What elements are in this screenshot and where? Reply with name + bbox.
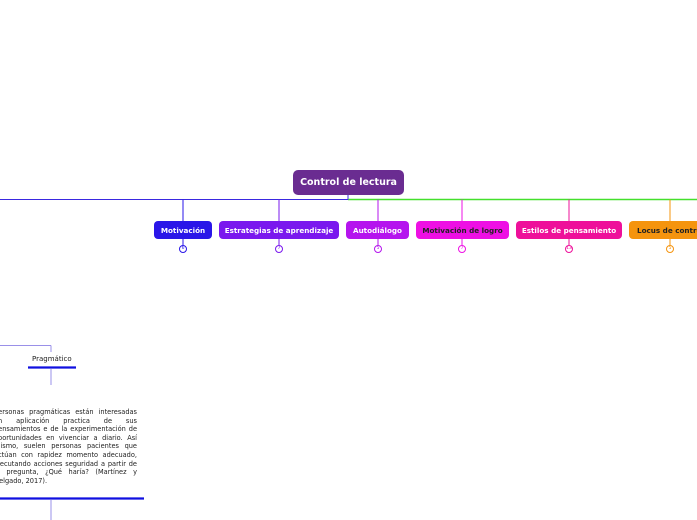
node-estilos-de-pensamiento[interactable]: Estilos de pensamiento bbox=[516, 221, 622, 239]
node-estrategias-de-aprendizaje[interactable]: Estrategias de aprendizaje bbox=[219, 221, 339, 239]
node-motivacion-de-logro[interactable]: Motivación de logro bbox=[416, 221, 509, 239]
node-motivacion[interactable]: Motivación bbox=[154, 221, 212, 239]
collapse-badge-estilos-de-pensamiento[interactable]: 13 bbox=[565, 245, 573, 253]
node-autodialogo[interactable]: Autodiálogo bbox=[346, 221, 409, 239]
node-pragmatico[interactable]: Pragmático bbox=[32, 355, 72, 363]
collapse-badge-estrategias[interactable]: 7 bbox=[275, 245, 283, 253]
note-pragmatico: personas pragmáticas están interesadas e… bbox=[0, 408, 137, 485]
root-node-control-de-lectura[interactable]: Control de lectura bbox=[293, 170, 404, 195]
collapse-badge-motivacion[interactable]: 6 bbox=[179, 245, 187, 253]
collapse-badge-locus-de-control[interactable]: 5 bbox=[666, 245, 674, 253]
collapse-badge-motivacion-de-logro[interactable]: 7 bbox=[458, 245, 466, 253]
node-locus-de-control[interactable]: Locus de control bbox=[629, 221, 697, 239]
collapse-badge-autodialogo[interactable]: 5 bbox=[374, 245, 382, 253]
